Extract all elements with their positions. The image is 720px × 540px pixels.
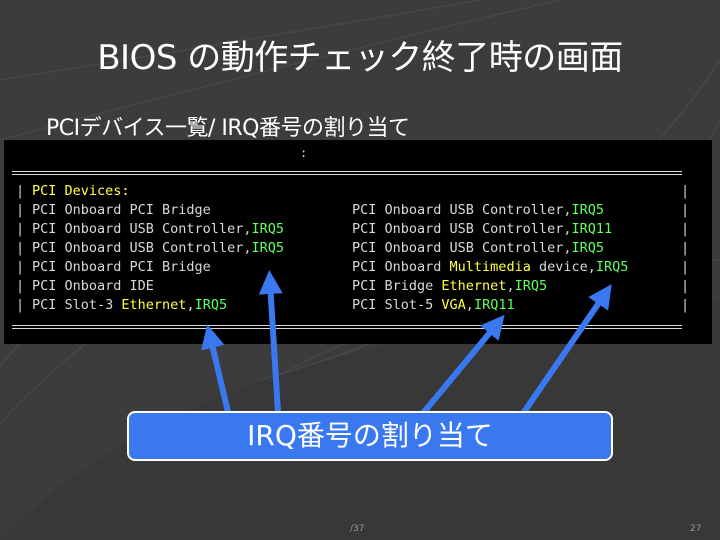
- device-entry-left: PCI Onboard USB Controller,IRQ5: [32, 239, 284, 258]
- device-entry-right: PCI Slot-5 VGA,IRQ11: [352, 296, 515, 315]
- row-pipe-left: |: [16, 240, 25, 256]
- page-count: /37: [350, 524, 365, 534]
- device-entry-left: PCI Onboard PCI Bridge: [32, 258, 211, 277]
- device-entry-left: PCI Onboard IDE: [32, 277, 154, 296]
- device-entry-left: PCI Onboard USB Controller,IRQ5: [32, 220, 284, 239]
- device-name: PCI Onboard USB Controller,: [32, 240, 252, 256]
- row-pipe-left: |: [16, 278, 25, 294]
- row-pipe-left: |: [16, 259, 25, 275]
- irq-number: IRQ5: [251, 240, 284, 256]
- device-entry-right: PCI Onboard USB Controller,IRQ11: [352, 220, 612, 239]
- device-entry-right: PCI Onboard Multimedia device,IRQ5: [352, 258, 628, 277]
- device-name: PCI Onboard: [352, 259, 450, 275]
- irq-number: IRQ5: [595, 259, 629, 275]
- device-type-highlight: Multimedia: [449, 259, 531, 275]
- device-separator: device,: [530, 259, 596, 275]
- row-pipe-right: |: [681, 278, 690, 294]
- device-entry-right: PCI Onboard USB Controller,IRQ5: [352, 201, 604, 220]
- row-pipe-right: |: [681, 240, 690, 256]
- device-row: | PCI Onboard PCI Bridge PCI Onboard USB C…: [4, 201, 712, 220]
- slide-subtitle: PCIデバイス一覧/ IRQ番号の割り当て: [46, 116, 410, 141]
- pci-devices-header: PCI Devices:: [32, 183, 130, 199]
- row-pipe-right: |: [681, 259, 690, 275]
- row-pipe-left: |: [16, 202, 25, 218]
- slide-title: BIOS の動作チェック終了時の画面: [97, 38, 623, 78]
- row-pipe-left: |: [16, 221, 25, 237]
- irq-assignment-callout: IRQ番号の割り当て: [127, 411, 613, 461]
- device-name: PCI Slot-3: [32, 297, 122, 313]
- irq-number: IRQ11: [473, 297, 515, 313]
- device-entry-left: PCI Slot-3 Ethernet,IRQ5: [32, 296, 227, 315]
- row-pipe-right: |: [681, 221, 690, 237]
- terminal-top-border: [4, 168, 712, 176]
- bios-terminal-screen: : | PCI Devices: | | PCI Onboard PCI Brid…: [4, 140, 712, 344]
- device-name: PCI Onboard PCI Bridge: [32, 259, 211, 275]
- device-type-highlight: Ethernet: [121, 297, 187, 313]
- irq-number: IRQ11: [571, 221, 613, 237]
- device-row: | PCI Onboard IDE PCI Bridge Ethernet,IRQ5…: [4, 277, 712, 296]
- irq-number: IRQ5: [194, 297, 228, 313]
- device-name: PCI Onboard IDE: [32, 278, 154, 294]
- irq-number: IRQ5: [571, 240, 604, 256]
- terminal-bottom-border: [4, 322, 712, 330]
- device-name: PCI Onboard PCI Bridge: [32, 202, 211, 218]
- device-name: PCI Bridge: [352, 278, 442, 294]
- page-number: 27: [690, 524, 702, 534]
- irq-number: IRQ5: [251, 221, 284, 237]
- row-pipe-right: |: [681, 297, 690, 313]
- row-pipe-left: |: [16, 297, 25, 313]
- device-type-highlight: Ethernet: [441, 278, 507, 294]
- device-entry-right: PCI Bridge Ethernet,IRQ5: [352, 277, 547, 296]
- row-pipe-right: |: [681, 202, 690, 218]
- device-type-highlight: VGA: [441, 297, 466, 313]
- device-name: PCI Onboard USB Controller,: [352, 221, 572, 237]
- device-separator: ,: [506, 278, 515, 294]
- device-row: | PCI Onboard PCI Bridge PCI Onboard Multi…: [4, 258, 712, 277]
- device-separator: ,: [465, 297, 474, 313]
- device-separator: ,: [186, 297, 195, 313]
- device-entry-right: PCI Onboard USB Controller,IRQ5: [352, 239, 604, 258]
- device-name: PCI Onboard USB Controller,: [32, 221, 252, 237]
- device-entry-left: PCI Onboard PCI Bridge: [32, 201, 211, 220]
- irq-number: IRQ5: [514, 278, 548, 294]
- terminal-header-row: | PCI Devices: |: [16, 183, 690, 199]
- terminal-colon: :: [300, 146, 308, 160]
- device-name: PCI Slot-5: [352, 297, 442, 313]
- irq-number: IRQ5: [571, 202, 604, 218]
- device-name: PCI Onboard USB Controller,: [352, 240, 572, 256]
- device-name: PCI Onboard USB Controller,: [352, 202, 572, 218]
